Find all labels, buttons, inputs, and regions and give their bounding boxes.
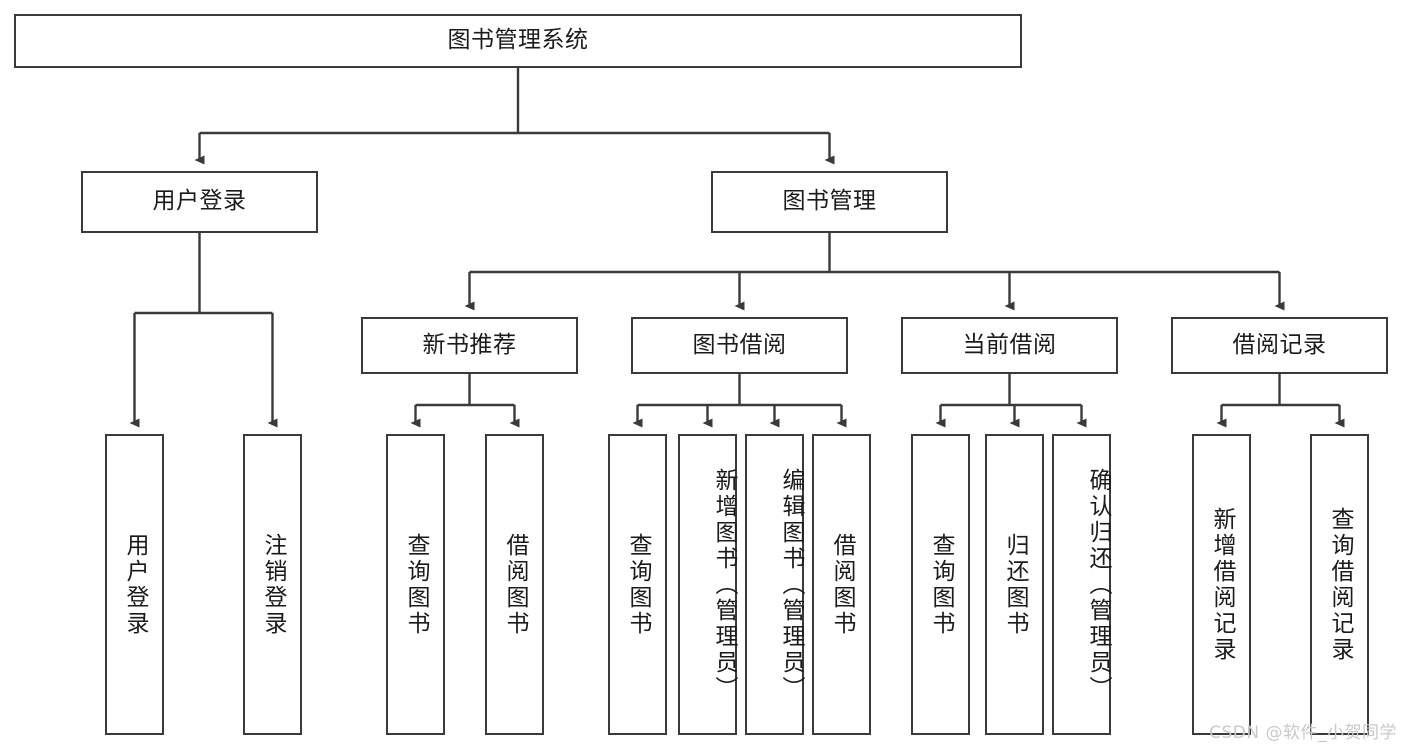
node-label: 查询图书	[625, 532, 651, 637]
node-label: 图书管理系统	[447, 27, 589, 54]
node-leaf-bb-add-book[interactable]: 新增图书（管理员）	[678, 434, 737, 735]
node-label: 借阅图书	[502, 532, 528, 637]
node-leaf-cb-return-book[interactable]: 归还图书	[985, 434, 1044, 735]
node-current-borrow[interactable]: 当前借阅	[901, 317, 1118, 374]
node-label: 归还图书	[1002, 532, 1028, 637]
node-leaf-cb-query-book[interactable]: 查询图书	[911, 434, 970, 735]
node-label: 新书推荐	[422, 331, 517, 358]
node-leaf-bb-query-book[interactable]: 查询图书	[608, 434, 667, 735]
node-label: 编辑图书（管理员）	[778, 467, 804, 702]
node-label: 借阅图书	[829, 532, 855, 637]
node-user-login[interactable]: 用户登录	[81, 171, 318, 233]
node-label: 新增借阅记录	[1209, 506, 1235, 663]
node-new-book-rec[interactable]: 新书推荐	[361, 317, 578, 374]
node-label: 新增图书（管理员）	[711, 467, 737, 702]
node-label: 借阅记录	[1232, 331, 1327, 358]
node-leaf-br-add-record[interactable]: 新增借阅记录	[1192, 434, 1251, 735]
node-leaf-cb-confirm-return[interactable]: 确认归还（管理员）	[1052, 434, 1111, 735]
node-label: 图书借阅	[692, 331, 787, 358]
node-label: 图书管理	[782, 188, 877, 215]
node-label: 用户登录	[122, 532, 148, 637]
node-leaf-rec-query-book[interactable]: 查询图书	[386, 434, 445, 735]
node-book-borrow[interactable]: 图书借阅	[631, 317, 848, 374]
node-leaf-user-login[interactable]: 用户登录	[105, 434, 164, 735]
node-label: 查询图书	[403, 532, 429, 637]
node-leaf-br-query-record[interactable]: 查询借阅记录	[1310, 434, 1369, 735]
node-label: 查询图书	[928, 532, 954, 637]
node-leaf-rec-borrow-book[interactable]: 借阅图书	[485, 434, 544, 735]
node-label: 查询借阅记录	[1327, 506, 1353, 663]
node-label: 注销登录	[260, 532, 286, 637]
node-root[interactable]: 图书管理系统	[14, 14, 1022, 68]
node-leaf-bb-borrow-book[interactable]: 借阅图书	[812, 434, 871, 735]
node-leaf-user-logout[interactable]: 注销登录	[243, 434, 302, 735]
node-borrow-record[interactable]: 借阅记录	[1171, 317, 1388, 374]
node-book-manage[interactable]: 图书管理	[711, 171, 948, 233]
node-leaf-bb-edit-book[interactable]: 编辑图书（管理员）	[745, 434, 804, 735]
node-label: 用户登录	[152, 188, 247, 215]
node-label: 确认归还（管理员）	[1085, 467, 1111, 702]
watermark-label: CSDN @软件_小贺同学	[1209, 723, 1397, 743]
node-label: 当前借阅	[962, 331, 1057, 358]
